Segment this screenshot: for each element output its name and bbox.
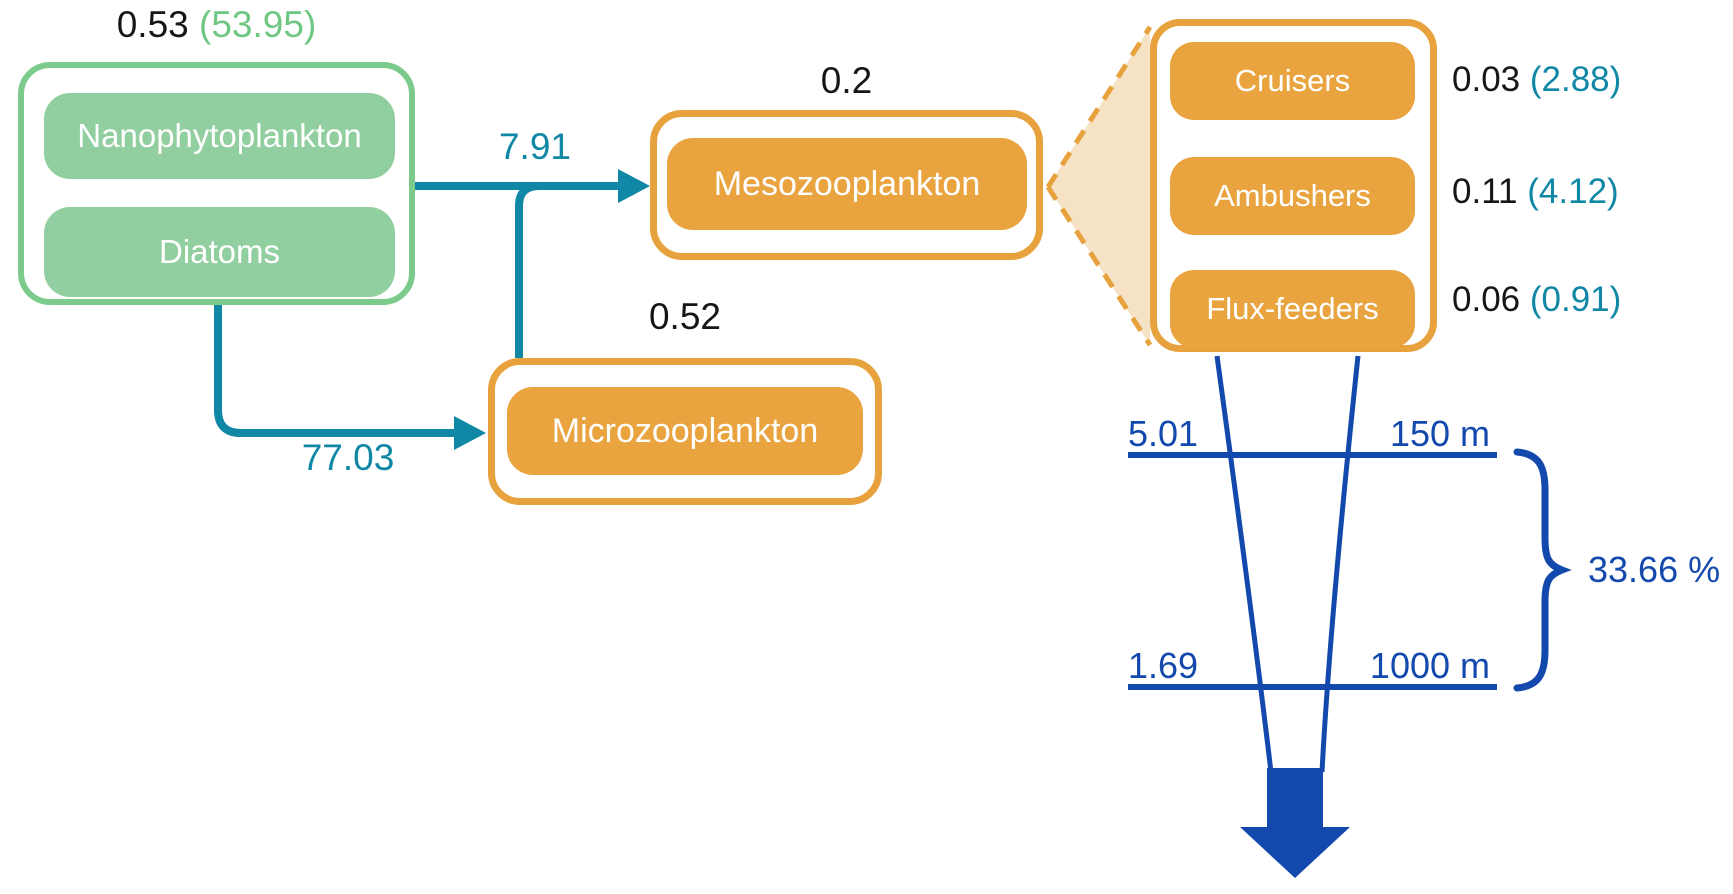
node-label: Diatoms — [158, 233, 281, 270]
node-ambushers: Ambushers — [1170, 157, 1415, 235]
ambushers-value-label: 0.11 (4.12) — [1452, 172, 1619, 212]
cone-dashed-edge-bottom — [1045, 185, 1153, 347]
paren-value: (0.91) — [1529, 280, 1622, 319]
micro-value-label: 0.52 — [648, 296, 721, 337]
arrowhead-to-meso-icon — [618, 169, 650, 203]
producers-group-box: Nanophytoplankton Diatoms — [18, 62, 415, 305]
expansion-cone — [1048, 27, 1150, 345]
node-label: Mesozooplankton — [713, 164, 981, 203]
flux-feeders-value-label: 0.06 (0.91) — [1452, 280, 1621, 320]
value: 0.11 — [1452, 172, 1518, 211]
depth-1000m-label: 1000 m — [1369, 645, 1490, 686]
paren-value: (4.12) — [1527, 172, 1619, 211]
flow-value-to-meso: 7.91 — [498, 126, 571, 167]
cone-dashed-edge-top — [1045, 25, 1153, 189]
flow-line-micro-to-meso — [515, 182, 618, 358]
node-label: Ambushers — [1214, 178, 1371, 213]
node-label: Flux-feeders — [1206, 291, 1379, 326]
flow-value-to-micro: 77.03 — [301, 437, 395, 478]
node-nanophytoplankton: Nanophytoplankton — [44, 93, 395, 179]
flow-line-producers-to-micro — [214, 302, 454, 437]
flux-at-150m-label: 5.01 — [1128, 413, 1199, 454]
value: 0.03 — [1452, 60, 1521, 99]
arrowhead-to-micro-icon — [454, 416, 486, 450]
node-label: Cruisers — [1234, 63, 1351, 98]
value: 0.06 — [1452, 280, 1521, 319]
paren-value: (2.88) — [1529, 60, 1622, 99]
node-mesozooplankton: Mesozooplankton — [667, 138, 1027, 230]
depth-150m-label: 150 m — [1389, 413, 1490, 454]
funnel-left-curve — [1214, 355, 1274, 773]
node-cruisers: Cruisers — [1170, 42, 1415, 120]
producers-value: 0.53 — [116, 4, 189, 45]
export-arrow-icon — [1240, 768, 1350, 878]
guild-group-box: Cruisers Ambushers Flux-feeders — [1150, 19, 1437, 352]
producers-paren-value: (53.95) — [199, 4, 317, 45]
cruisers-value-label: 0.03 (2.88) — [1452, 60, 1621, 100]
flux-at-1000m-label: 1.69 — [1128, 645, 1199, 686]
funnel-right-curve — [1319, 355, 1361, 773]
meso-value-label: 0.2 — [820, 60, 873, 101]
node-flux-feeders: Flux-feeders — [1170, 270, 1415, 348]
node-diatoms: Diatoms — [44, 207, 395, 297]
node-label: Microzooplankton — [551, 411, 819, 450]
node-label: Nanophytoplankton — [77, 117, 362, 154]
transfer-efficiency-label: 33.66 % — [1588, 549, 1721, 590]
microzooplankton-box: Microzooplankton — [488, 358, 882, 505]
brace-icon — [1513, 448, 1572, 692]
mesozooplankton-box: Mesozooplankton — [650, 110, 1043, 260]
producers-value-label: 0.53 (53.95) — [18, 4, 415, 46]
node-microzooplankton: Microzooplankton — [507, 387, 863, 475]
